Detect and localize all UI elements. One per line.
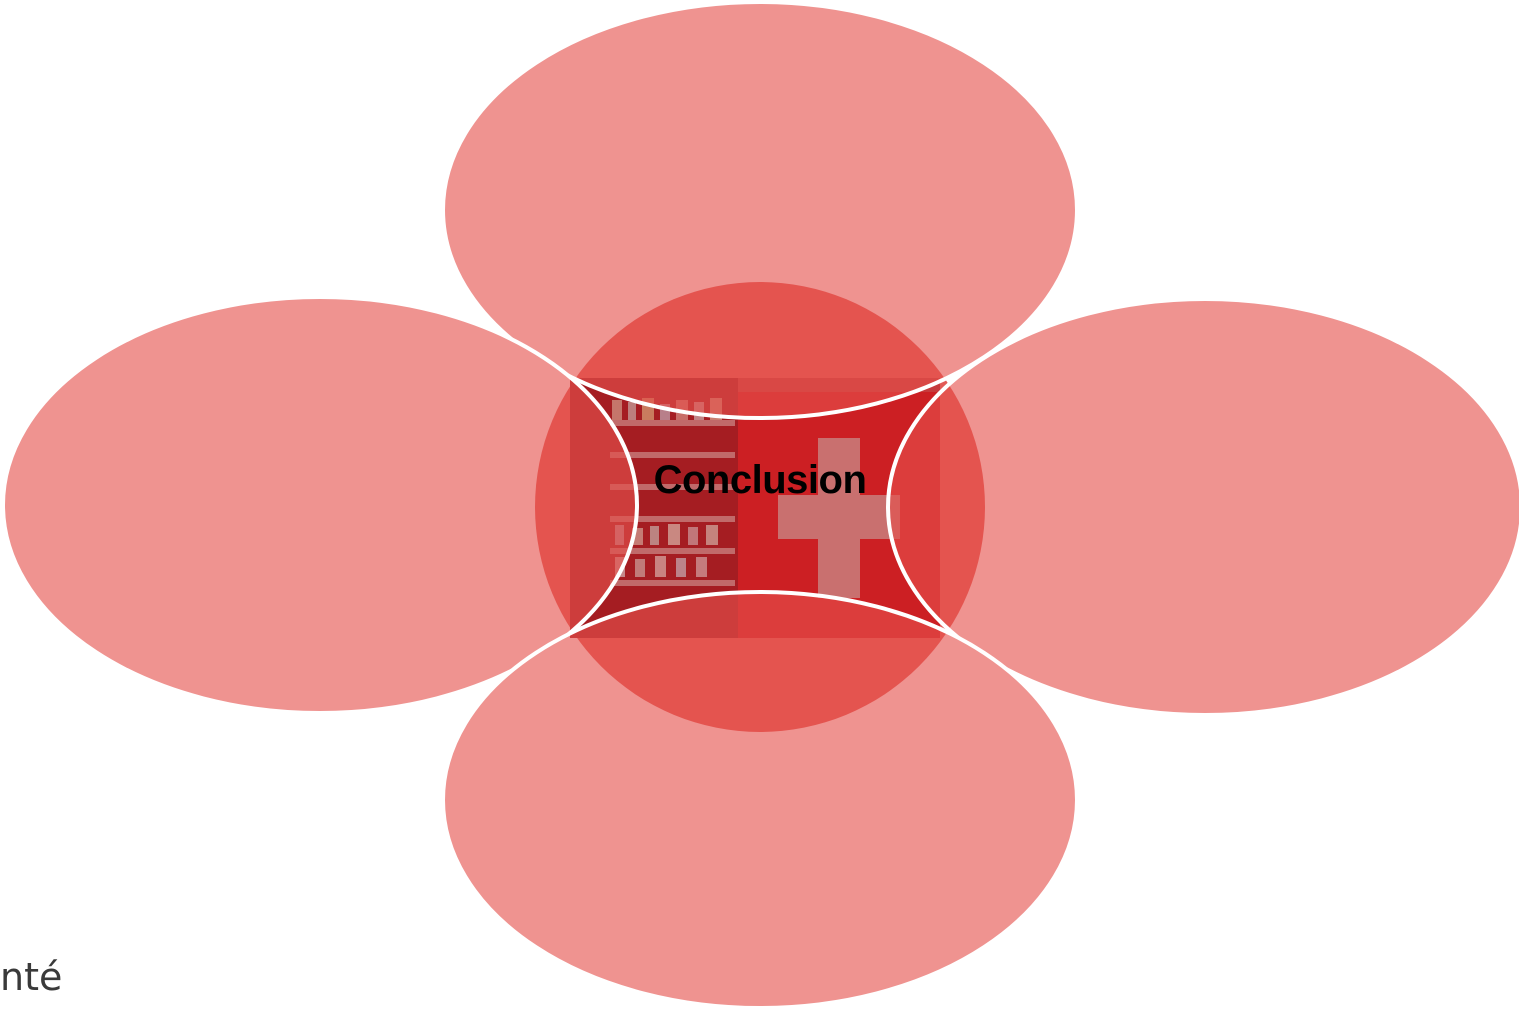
footer-text-fragment: nté xyxy=(0,952,62,1002)
center-label: Conclusion xyxy=(560,455,960,505)
petal-bottom xyxy=(443,592,1077,1008)
